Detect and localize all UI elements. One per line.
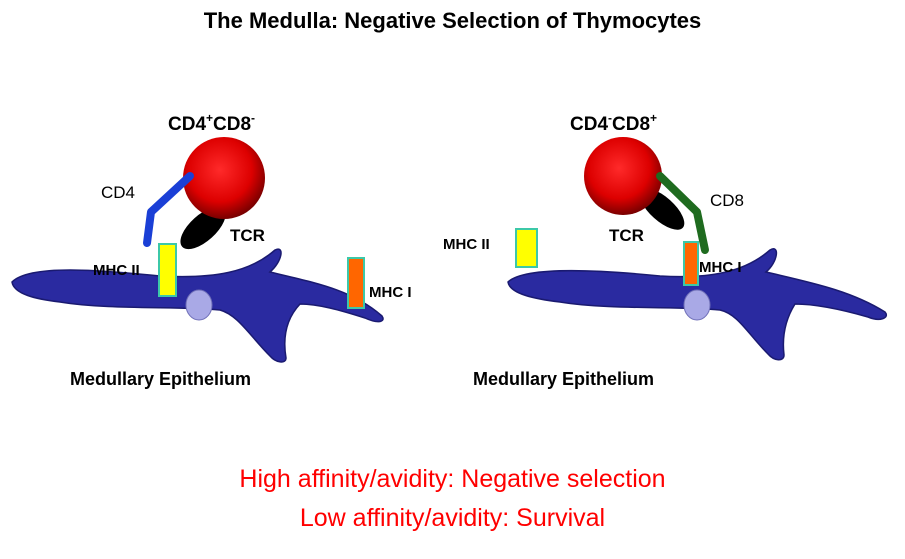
- right-epithelium-label: Medullary Epithelium: [473, 369, 654, 389]
- right-nucleus: [684, 290, 710, 320]
- left-mhc-ii-label: MHC II: [93, 262, 140, 279]
- right-mhc-i-label: MHC I: [699, 259, 742, 276]
- right-panel: CD4-CD8+ CD8 TCR MHC II MHC I Medullary …: [443, 111, 886, 389]
- right-cell-label: CD4-CD8+: [570, 111, 657, 135]
- footer-high-affinity: High affinity/avidity: Negative selectio…: [0, 465, 905, 494]
- right-mhc-ii-label: MHC II: [443, 236, 490, 253]
- right-t-cell: [584, 137, 662, 215]
- left-cell-label: CD4+CD8-: [168, 111, 255, 135]
- left-panel: CD4+CD8- CD4 TCR MHC II MHC I Medullary …: [12, 111, 412, 389]
- left-mhc-i-label: MHC I: [369, 284, 412, 301]
- left-mhc-ii: [159, 244, 176, 296]
- right-mhc-i: [684, 242, 698, 285]
- right-mhc-ii: [516, 229, 537, 267]
- left-t-cell: [183, 137, 265, 219]
- left-nucleus: [186, 290, 212, 320]
- left-tcr-label: TCR: [230, 226, 265, 245]
- right-tcr-label: TCR: [609, 226, 644, 245]
- right-cd8-label: CD8: [710, 191, 744, 210]
- left-epithelium-label: Medullary Epithelium: [70, 369, 251, 389]
- left-mhc-i: [348, 258, 364, 308]
- footer-low-affinity: Low affinity/avidity: Survival: [0, 504, 905, 533]
- left-cd4-label: CD4: [101, 183, 135, 202]
